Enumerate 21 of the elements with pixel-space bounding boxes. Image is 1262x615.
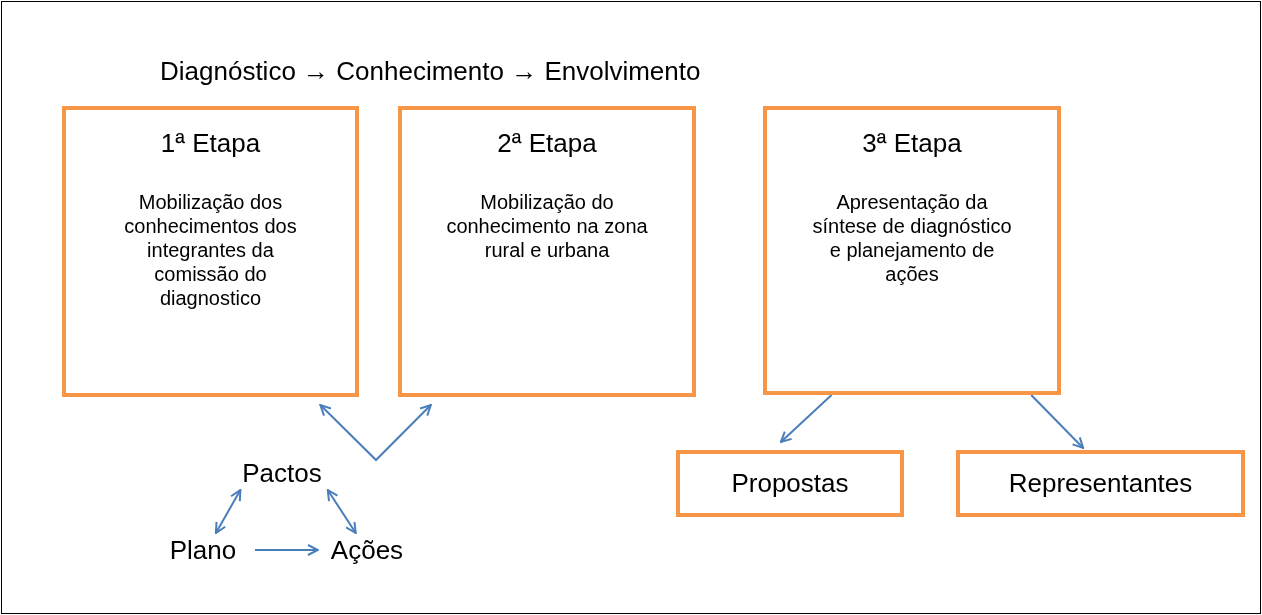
- stage-heading: 1ª Etapa: [159, 128, 262, 158]
- arrow: [319, 404, 432, 462]
- stage-description: Apresentação da síntese de diagnóstico e planejamento de ações: [811, 190, 1013, 286]
- stage-description: Mobilização do conhecimento na zona rural e urbana: [445, 190, 649, 262]
- diagram-title: Diagnóstico → Conhecimento → Envolvimento: [160, 55, 701, 87]
- arrow: [214, 489, 242, 534]
- stage-heading: 3ª Etapa: [861, 128, 963, 158]
- stage-box: [398, 106, 696, 397]
- arrow: [1030, 394, 1085, 449]
- cycle-label: Pactos: [230, 458, 334, 488]
- stage-box: [763, 106, 1061, 395]
- stage-heading: 2ª Etapa: [496, 128, 598, 158]
- stage-box: [62, 106, 359, 397]
- arrow: [779, 394, 833, 443]
- result-box: Propostas: [676, 450, 904, 517]
- arrow: [326, 489, 357, 534]
- cycle-label: Ações: [320, 535, 414, 565]
- cycle-label: Plano: [160, 535, 246, 565]
- arrow: [254, 544, 319, 556]
- stage-description: Mobilização dos conhecimentos dos integrantes da comissão do diagnostico: [123, 190, 298, 310]
- result-box: Representantes: [956, 450, 1245, 517]
